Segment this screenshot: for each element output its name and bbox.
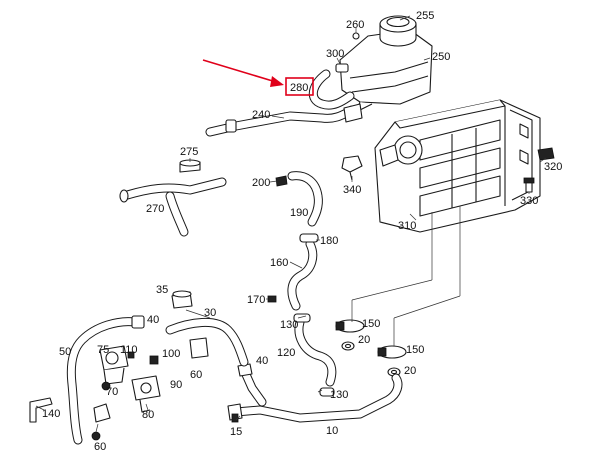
callout-label: 35 [156, 284, 168, 296]
hose-40-center [237, 363, 267, 407]
hose-160 [287, 233, 319, 311]
callout-label: 160 [270, 257, 288, 269]
callout-label: 20 [358, 334, 370, 346]
hose-240 [205, 103, 363, 137]
bolt-200 [269, 175, 288, 187]
hose-50 [66, 315, 145, 445]
highlight-arrow-line [202, 59, 277, 83]
tank-fitting-300 [335, 32, 360, 73]
hose-190 [287, 171, 323, 227]
washer-20-upper [341, 341, 355, 351]
connector-320 [537, 147, 555, 161]
callout-label: 280 [290, 82, 308, 94]
callout-label: 310 [398, 220, 416, 232]
callout-label: 60 [94, 441, 106, 453]
callout-label: 340 [343, 184, 361, 196]
callout-label: 60 [190, 369, 202, 381]
callout-label: 30 [204, 307, 216, 319]
callout-label: 170 [247, 294, 265, 306]
valve-cluster [93, 337, 209, 423]
callout-label: 130 [330, 389, 348, 401]
hose-30 [165, 317, 249, 367]
callout-label: 110 [120, 344, 138, 356]
sensor-340 [341, 155, 363, 181]
hose-270 [119, 177, 227, 237]
clamp-150-upper [335, 319, 365, 333]
highlight-arrow-head [270, 76, 284, 87]
hose-120 [293, 313, 337, 397]
callout-label: 300 [326, 48, 344, 60]
callout-label: 120 [277, 347, 295, 359]
callout-labels: 260 255 300 250 280 240 275 200 340 320 … [42, 10, 562, 453]
callout-label: 40 [256, 355, 268, 367]
callout-label: 100 [162, 348, 180, 360]
callout-label: 150 [362, 318, 380, 330]
bolt-15 [231, 413, 239, 423]
callout-label: 10 [326, 425, 338, 437]
clamp-150-lower [377, 345, 407, 359]
callout-label: 150 [406, 344, 424, 356]
highlight-box [285, 77, 314, 96]
callout-label: 255 [416, 10, 434, 22]
callout-label: 260 [346, 19, 364, 31]
callout-label: 240 [252, 109, 270, 121]
callout-label: 80 [142, 409, 154, 421]
hose-280 [308, 69, 355, 110]
bolt-60-lower [91, 431, 101, 441]
bracket-35 [171, 290, 193, 309]
callout-label: 90 [170, 379, 182, 391]
callout-label: 50 [59, 346, 71, 358]
callout-label: 320 [544, 161, 562, 173]
callout-label: 75 [97, 344, 109, 356]
callout-label: 275 [180, 146, 198, 158]
highlight-marker [202, 59, 314, 96]
callout-label: 180 [320, 235, 338, 247]
callout-label: 40 [147, 314, 159, 326]
fitting-275 [179, 159, 201, 173]
callout-label: 330 [520, 195, 538, 207]
bolt-170 [267, 295, 277, 303]
callout-label: 190 [290, 207, 308, 219]
bolt-330 [523, 177, 535, 193]
callout-label: 140 [42, 408, 60, 420]
callout-label: 15 [230, 426, 242, 438]
intercooler-radiator [374, 99, 541, 233]
callout-label: 70 [106, 386, 118, 398]
callout-label: 20 [404, 365, 416, 377]
callout-label: 200 [252, 177, 270, 189]
bracket-140 [29, 397, 53, 423]
callout-label: 250 [432, 51, 450, 63]
callout-label: 130 [280, 319, 298, 331]
leader-lines [35, 15, 547, 433]
callout-label: 270 [146, 203, 164, 215]
tank-cap [379, 15, 417, 47]
pipe-10 [227, 373, 403, 423]
